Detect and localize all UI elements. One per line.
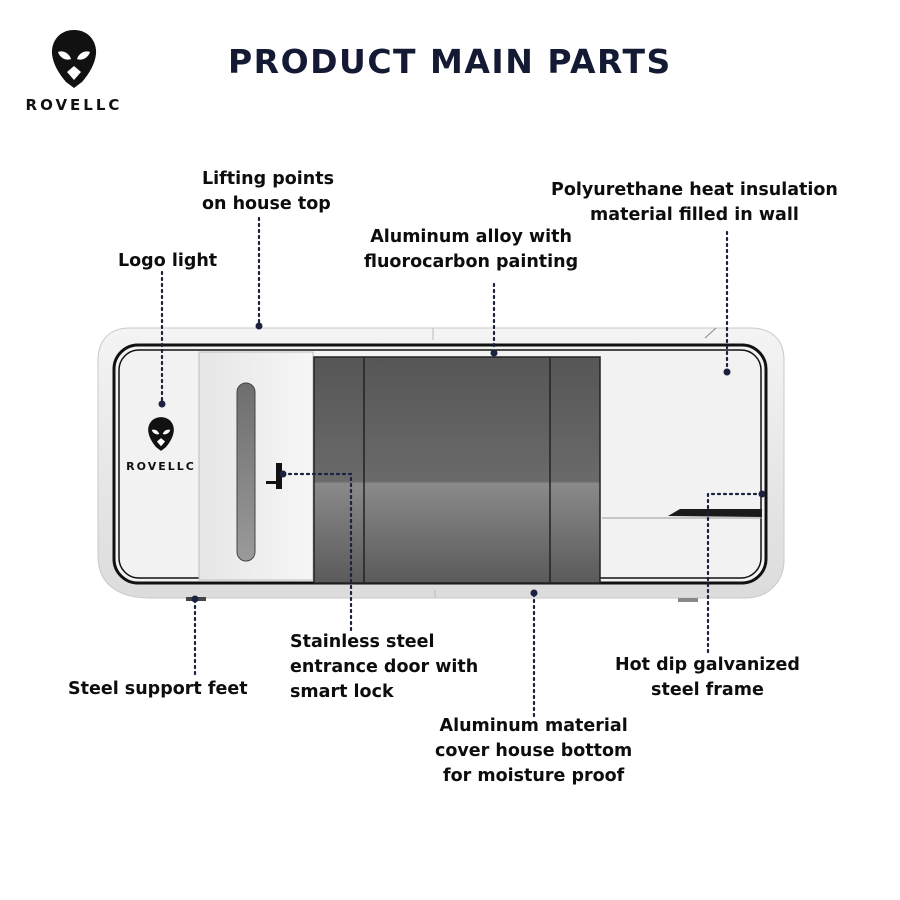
frame-accent <box>668 509 762 517</box>
label-line: Steel support feet <box>68 679 248 699</box>
leader-dot <box>723 368 731 376</box>
label-stainless-door: Stainless steel entrance door with smart… <box>290 630 478 705</box>
alien-head-icon <box>148 417 174 451</box>
label-line: Hot dip galvanized <box>615 655 800 675</box>
leader-dot <box>490 349 498 357</box>
page-title: PRODUCT MAIN PARTS <box>228 42 672 81</box>
label-line: cover house bottom <box>435 741 633 761</box>
label-line: Logo light <box>118 251 218 271</box>
label-line: Stainless steel <box>290 632 435 652</box>
label-aluminum-alloy: Aluminum alloy with fluorocarbon paintin… <box>364 225 578 275</box>
label-lifting-points: Lifting points on house top <box>202 167 334 217</box>
label-line: Aluminum material <box>439 716 628 736</box>
brand-logo: ROVELLC <box>18 28 130 114</box>
label-line: material filled in wall <box>590 205 799 225</box>
door-window-slit <box>236 382 256 562</box>
label-galvanized-frame: Hot dip galvanized steel frame <box>615 653 800 703</box>
glass-window <box>313 356 601 584</box>
label-line: Lifting points <box>202 169 334 189</box>
label-line: entrance door with <box>290 657 479 677</box>
leader-stainless <box>281 472 353 632</box>
leader-dot <box>530 589 538 597</box>
house-logo-light: ROVELLC <box>122 416 200 473</box>
leader-galvanized <box>706 492 764 657</box>
leader-dot <box>758 490 766 498</box>
entrance-door <box>198 351 314 581</box>
label-bottom-cover: Aluminum material cover house bottom for… <box>435 714 632 789</box>
label-polyurethane: Polyurethane heat insulation material fi… <box>551 178 838 228</box>
leader-dot <box>191 595 199 603</box>
label-line: for moisture proof <box>443 766 625 786</box>
label-line: Polyurethane heat insulation <box>551 180 838 200</box>
label-line: smart lock <box>290 682 394 702</box>
label-line: Aluminum alloy with <box>370 227 572 247</box>
label-logo-light: Logo light <box>118 249 217 274</box>
leader-dot <box>158 400 166 408</box>
brand-name: ROVELLC <box>25 96 123 114</box>
alien-head-icon <box>51 30 97 88</box>
house-brand-name: ROVELLC <box>126 460 196 473</box>
leader-dot <box>279 470 287 478</box>
label-line: fluorocarbon painting <box>364 252 579 272</box>
leader-dot <box>255 322 263 330</box>
smart-lock <box>276 463 282 489</box>
label-line: steel frame <box>651 680 764 700</box>
label-line: on house top <box>202 194 331 214</box>
label-steel-feet: Steel support feet <box>68 677 248 702</box>
